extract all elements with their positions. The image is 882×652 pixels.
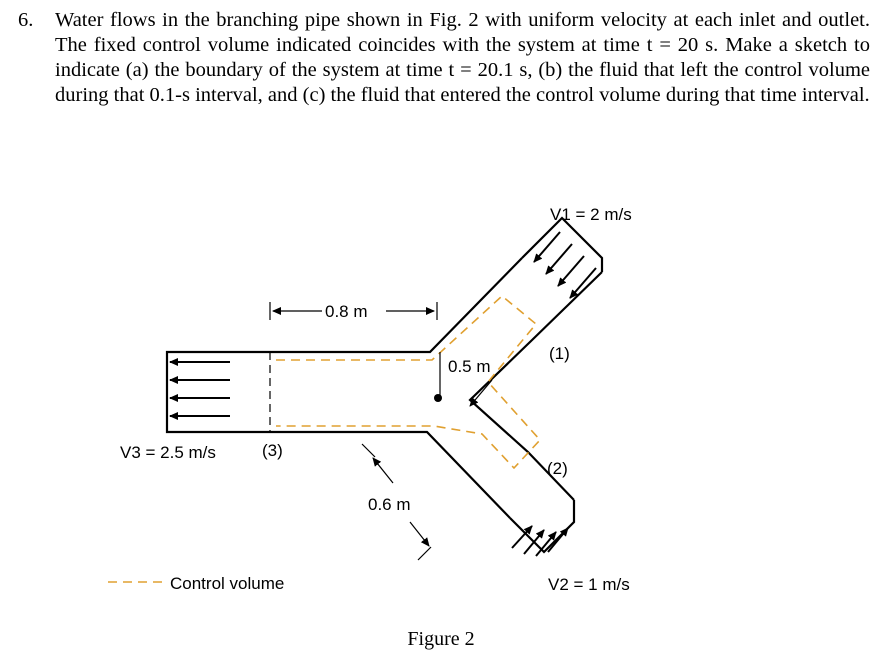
outlet-2-end xyxy=(509,500,576,554)
control-volume xyxy=(276,294,542,470)
outlet-3-end xyxy=(165,350,232,434)
flow-arrow xyxy=(535,531,557,557)
figure-caption: Figure 2 xyxy=(407,628,475,650)
dimension-06m-label: 0.6 m xyxy=(368,495,411,514)
section-2-label: (2) xyxy=(547,459,568,478)
section-1-label: (1) xyxy=(549,344,570,363)
problem-number: 6. xyxy=(18,9,34,31)
problem-text: Water flows in the branching pipe shown … xyxy=(55,9,870,106)
flow-arrow xyxy=(545,243,573,275)
flow-arrow xyxy=(533,231,561,263)
dimension-08m xyxy=(269,302,438,320)
problem-statement: 6. Water flows in the branching pipe sho… xyxy=(18,8,870,108)
flow-arrow xyxy=(547,527,569,553)
velocity-2-label: V2 = 1 m/s xyxy=(548,575,630,594)
velocity-1-label: V1 = 2 m/s xyxy=(550,205,632,224)
inlet-1-arrows xyxy=(533,231,597,299)
flow-arrow xyxy=(557,255,585,287)
pipe-wall-upper xyxy=(232,257,523,354)
pipe-wall-inner xyxy=(468,271,603,501)
control-volume-boundary xyxy=(276,294,542,470)
outlet-3-arrows xyxy=(169,358,230,420)
dimension-08m-label: 0.8 m xyxy=(325,302,368,321)
center-point xyxy=(434,394,442,402)
section-3-label: (3) xyxy=(262,441,283,460)
pipe-walls xyxy=(165,216,604,554)
pipe-wall-lower-left xyxy=(232,430,511,519)
flow-arrow xyxy=(569,267,597,299)
outlet-2-arrows xyxy=(511,525,569,557)
dimension-06m xyxy=(361,443,432,561)
flow-arrow xyxy=(523,529,545,555)
dimension-05m-label: 0.5 m xyxy=(448,357,491,376)
velocity-3-label: V3 = 2.5 m/s xyxy=(120,443,216,462)
legend-label: Control volume xyxy=(170,574,284,593)
dimension-05m xyxy=(439,352,493,407)
flow-arrow xyxy=(511,525,533,549)
inlet-1-end xyxy=(521,216,604,272)
